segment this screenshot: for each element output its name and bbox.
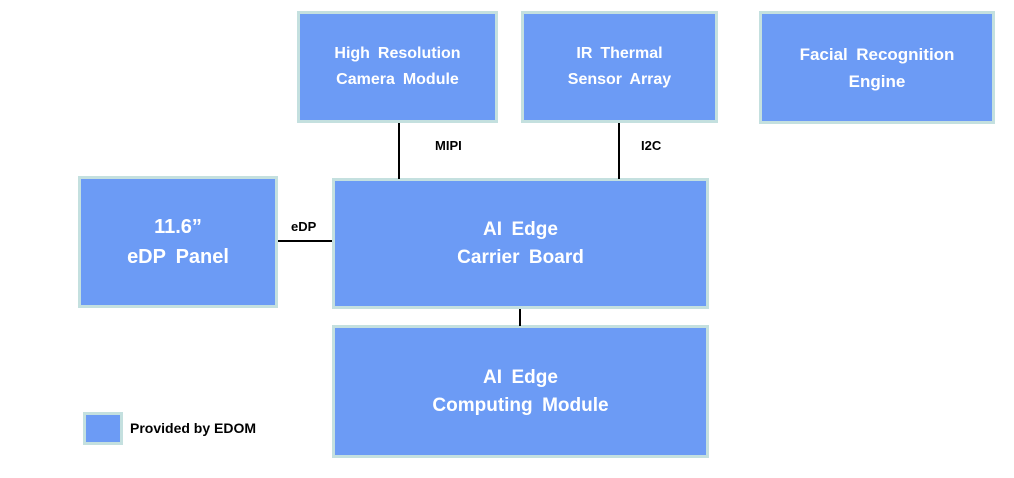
- mipi-connector-label: MIPI: [435, 138, 462, 153]
- box-label-line: 11.6”: [154, 216, 202, 238]
- carrier-to-computing-connector-line: [519, 309, 521, 326]
- box-label-line: AI Edge: [483, 218, 558, 240]
- mipi-connector-line: [398, 123, 400, 179]
- box-label-line: Facial Recognition: [799, 44, 955, 64]
- edp-connector-line: [278, 240, 332, 242]
- ir-thermal-sensor-array-box: IR Thermal Sensor Array: [521, 11, 718, 123]
- facial-recognition-engine-box: Facial Recognition Engine: [759, 11, 995, 124]
- box-label-line: Engine: [848, 71, 906, 91]
- edp-panel-box: 11.6” eDP Panel: [78, 176, 278, 308]
- high-resolution-camera-module-box: High Resolution Camera Module: [297, 11, 498, 123]
- box-label-line: AI Edge: [483, 366, 558, 388]
- box-label-line: Camera Module: [336, 71, 459, 88]
- i2c-connector-label: I2C: [641, 138, 662, 153]
- legend-label: Provided by EDOM: [130, 420, 257, 436]
- edp-connector-label: eDP: [291, 219, 317, 234]
- legend-color-swatch: [83, 412, 123, 445]
- box-label-line: High Resolution: [334, 45, 461, 62]
- ai-edge-carrier-board-box: AI Edge Carrier Board: [332, 178, 709, 309]
- box-label-line: Computing Module: [432, 394, 609, 416]
- box-label-line: IR Thermal: [576, 45, 663, 62]
- ai-edge-computing-module-box: AI Edge Computing Module: [332, 325, 709, 458]
- box-label-line: Sensor Array: [567, 71, 672, 88]
- box-label-line: Carrier Board: [457, 246, 584, 268]
- box-label-line: eDP Panel: [127, 246, 229, 268]
- i2c-connector-line: [618, 123, 620, 179]
